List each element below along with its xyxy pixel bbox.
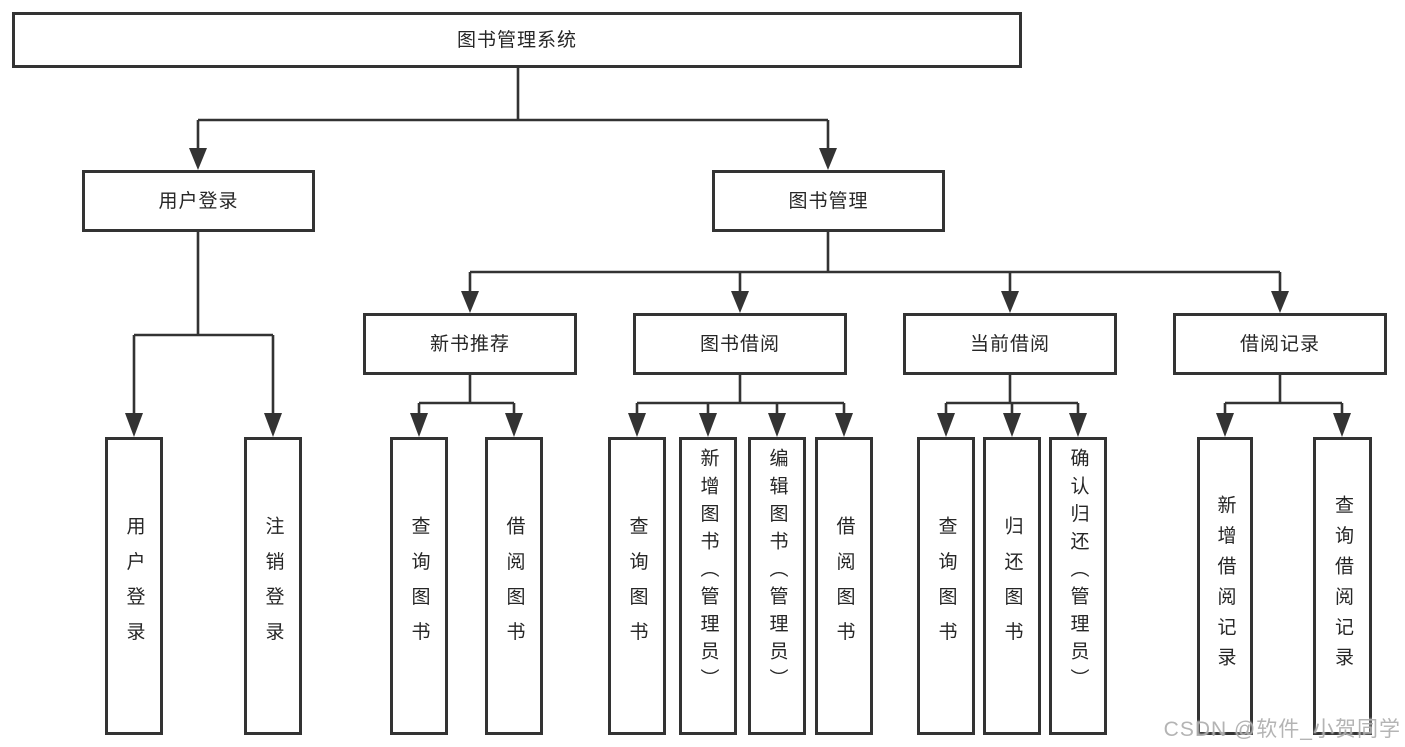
leaf-cb-confirm-return-admin: 确认归还（管理员） [1049,437,1107,735]
arrow-bb-borrow [835,413,853,437]
leaf-bb-query-books: 查询图书 [608,437,666,735]
node-root-system: 图书管理系统 [12,12,1022,68]
arrow-to-user-login [189,148,207,170]
arrow-to-book-management [819,148,837,170]
arrow-bb-query [628,413,646,437]
connector-book-borrow [635,375,846,417]
leaf-cb-query-books: 查询图书 [917,437,975,735]
arrow-to-new-book [461,291,479,313]
leaf-bb-borrow-books: 借阅图书 [815,437,873,735]
arrow-to-leaf-user-login [125,413,143,437]
node-new-book-recommend: 新书推荐 [363,313,577,375]
connector-user-login [132,232,275,417]
node-borrow-records: 借阅记录 [1173,313,1387,375]
arrow-cb-return [1003,413,1021,437]
arrow-to-borrow-records [1271,291,1289,313]
leaf-logout-login: 注销登录 [244,437,302,735]
leaf-nb-query-books: 查询图书 [390,437,448,735]
leaf-bb-edit-books-admin: 编辑图书（管理员） [748,437,806,735]
arrow-nb-borrow [505,413,523,437]
arrow-nb-query [410,413,428,437]
leaf-br-query-record: 查询借阅记录 [1313,437,1372,735]
node-book-borrow: 图书借阅 [633,313,847,375]
leaf-br-add-record: 新增借阅记录 [1197,437,1253,735]
leaf-cb-return-books: 归还图书 [983,437,1041,735]
node-current-borrow: 当前借阅 [903,313,1117,375]
arrow-bb-edit [768,413,786,437]
node-user-login: 用户登录 [82,170,315,232]
arrow-cb-confirm [1069,413,1087,437]
arrow-br-query [1333,413,1351,437]
node-book-management: 图书管理 [712,170,945,232]
connector-book-management [468,232,1282,293]
arrow-to-leaf-logout [264,413,282,437]
connector-borrow-records [1223,375,1344,417]
arrow-bb-add [699,413,717,437]
leaf-bb-add-books-admin: 新增图书（管理员） [679,437,737,735]
connector-current-borrow [944,375,1080,417]
arrow-to-current-borrow [1001,291,1019,313]
arrow-to-book-borrow [731,291,749,313]
arrow-br-add [1216,413,1234,437]
leaf-user-login: 用户登录 [105,437,163,735]
leaf-nb-borrow-books: 借阅图书 [485,437,543,735]
arrow-cb-query [937,413,955,437]
connector-new-book [417,375,516,417]
connector-root-stem [196,68,830,150]
csdn-watermark: CSDN @软件_小贺同学 [1163,718,1401,741]
